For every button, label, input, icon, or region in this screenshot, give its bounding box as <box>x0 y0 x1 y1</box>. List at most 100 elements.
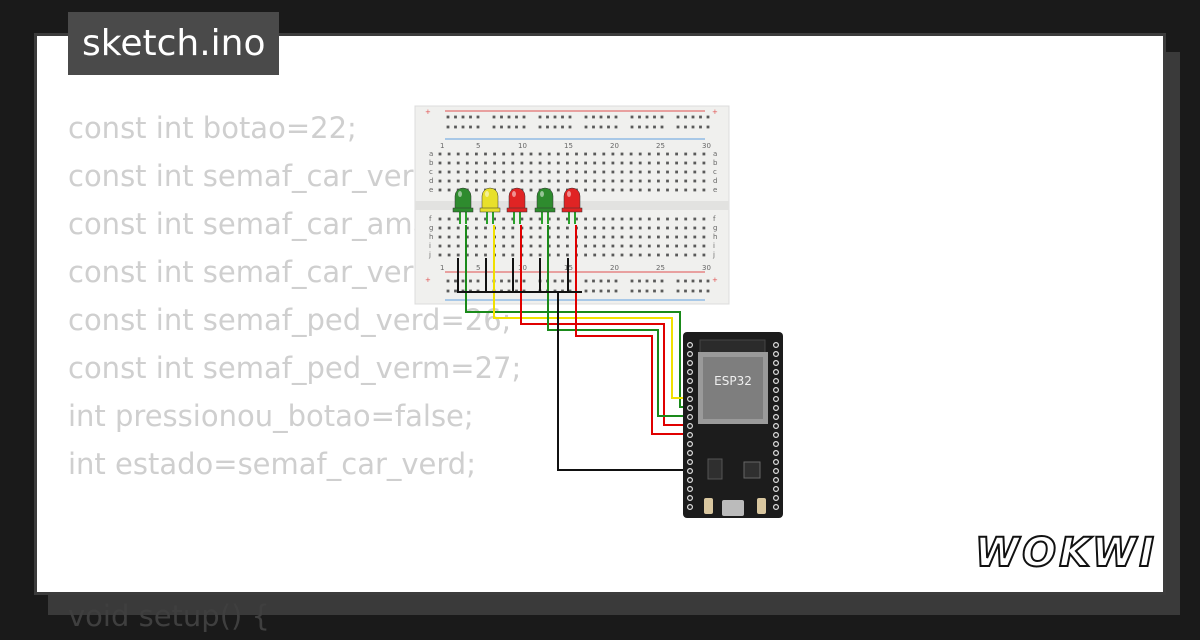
breadboard-hole <box>538 226 542 230</box>
breadboard-hole <box>702 161 706 165</box>
pin-left <box>686 504 693 511</box>
breadboard-hole <box>520 179 524 183</box>
breadboard-hole <box>475 253 478 257</box>
column-number: 10 <box>518 264 527 272</box>
breadboard-hole <box>593 170 597 174</box>
breadboard-hole <box>684 170 688 174</box>
breadboard-hole <box>675 217 678 221</box>
breadboard-hole <box>456 170 460 174</box>
breadboard-hole <box>702 179 706 183</box>
breadboard-hole <box>611 244 615 248</box>
rail-hole <box>592 289 595 293</box>
esp32-pins <box>686 342 779 511</box>
rail-hole <box>561 279 564 283</box>
rail-hole <box>614 289 618 293</box>
rail-hole <box>699 289 702 293</box>
esp32-board[interactable]: ESP32 <box>683 332 783 518</box>
rail-hole <box>630 125 634 129</box>
usb-port[interactable] <box>722 500 744 516</box>
row-letter: f <box>429 215 432 223</box>
rail-hole <box>684 289 687 293</box>
breadboard-hole <box>475 244 478 248</box>
breadboard-hole <box>547 253 551 257</box>
breadboard-hole <box>620 161 624 165</box>
rail-hole <box>676 289 680 293</box>
breadboard-hole <box>584 244 587 248</box>
rail-hole <box>507 125 511 129</box>
row-letter: c <box>713 168 717 176</box>
breadboard-hole <box>657 152 660 156</box>
led-green-1[interactable] <box>452 187 474 224</box>
pin-left <box>686 396 693 403</box>
breadboard-hole <box>693 226 697 230</box>
breadboard-hole <box>684 217 688 221</box>
breadboard-hole <box>502 217 506 221</box>
sketch-filename-tab[interactable]: sketch.ino <box>68 12 280 75</box>
breadboard-hole <box>484 226 487 230</box>
breadboard-hole <box>538 235 542 239</box>
rail-hole <box>691 115 695 119</box>
breadboard-hole <box>520 217 524 221</box>
breadboard-hole <box>438 217 442 221</box>
breadboard-hole <box>529 152 533 156</box>
led-body <box>563 187 581 211</box>
rail-hole <box>614 115 618 119</box>
led-yellow[interactable] <box>479 187 501 224</box>
boot-button[interactable] <box>704 498 713 514</box>
breadboard-hole <box>638 244 642 248</box>
column-number: 20 <box>610 142 619 150</box>
breadboard-hole <box>647 161 651 165</box>
breadboard-hole <box>556 161 560 165</box>
rail-hole <box>446 279 450 283</box>
breadboard-hole <box>666 161 669 165</box>
rail-hole <box>446 125 450 129</box>
rail-hole <box>653 279 656 283</box>
led-red-1[interactable] <box>506 187 528 224</box>
rail-hole <box>515 125 518 129</box>
breadboard-hole <box>465 244 469 248</box>
breadboard-hole <box>702 253 706 257</box>
breadboard-hole <box>511 244 515 248</box>
breadboard-hole <box>647 253 651 257</box>
breadboard-hole <box>657 188 660 192</box>
breadboard-hole <box>566 152 569 156</box>
breadboard-hole <box>602 188 606 192</box>
breadboard-hole <box>484 161 487 165</box>
pin-right <box>772 351 779 358</box>
led-green-2[interactable] <box>534 187 556 224</box>
pin-right <box>772 432 779 439</box>
voltage-regulator <box>707 458 723 480</box>
breadboard-hole <box>675 161 678 165</box>
pin-left <box>686 351 693 358</box>
breadboard-hole <box>611 170 615 174</box>
enable-button[interactable] <box>757 498 766 514</box>
breadboard-hole <box>666 217 669 221</box>
led-red-2[interactable] <box>561 187 583 224</box>
pin-left <box>686 342 693 349</box>
rail-hole <box>592 279 595 283</box>
breadboard-hole <box>702 217 706 221</box>
row-letter: f <box>713 215 716 223</box>
breadboard-hole <box>556 235 560 239</box>
rail-hole <box>691 279 695 283</box>
breadboard-hole <box>456 235 460 239</box>
rail-hole <box>638 279 641 283</box>
breadboard-hole <box>602 235 606 239</box>
breadboard-hole <box>602 179 606 183</box>
rail-hole <box>599 289 603 293</box>
rail-hole <box>607 279 610 283</box>
breadboard-hole <box>556 253 560 257</box>
rail-hole <box>446 289 450 293</box>
breadboard-hole <box>638 170 642 174</box>
breadboard-hole <box>575 152 578 156</box>
wokwi-logo-text: WOKWI <box>975 530 1157 576</box>
breadboard-hole <box>456 253 460 257</box>
breadboard-hole <box>556 217 560 221</box>
breadboard-hole <box>693 188 697 192</box>
breadboard-hole <box>584 179 587 183</box>
breadboard-hole <box>629 188 633 192</box>
rail-hole <box>706 279 710 283</box>
breadboard-hole <box>657 161 660 165</box>
rail-hole <box>553 279 557 283</box>
pin-right <box>772 423 779 430</box>
